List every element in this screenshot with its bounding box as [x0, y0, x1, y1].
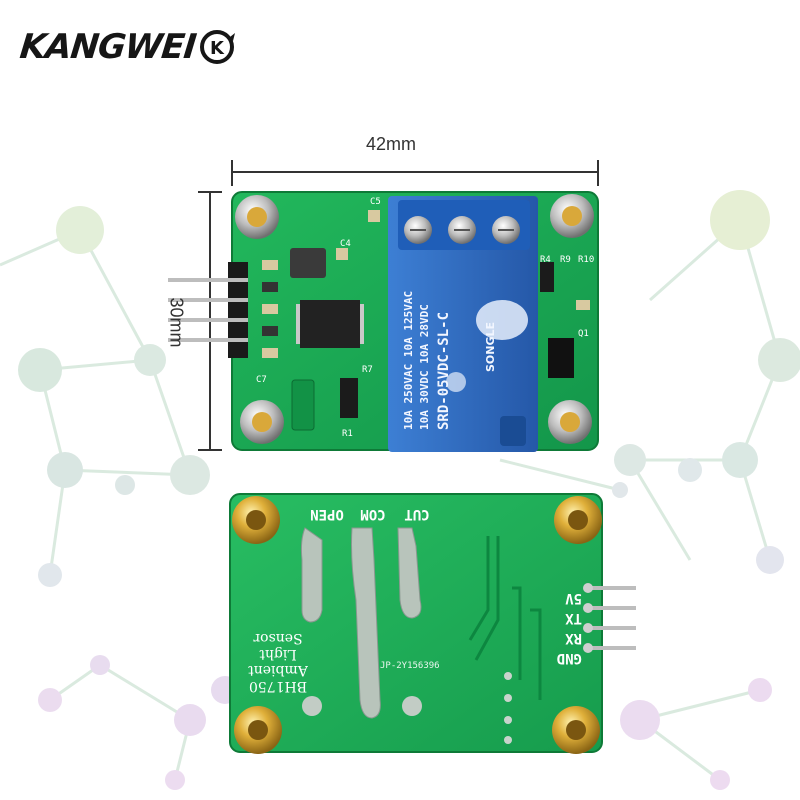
background-network-nodes [18, 190, 800, 790]
board-title-line-2: Ambient [248, 662, 309, 678]
small-pads [504, 672, 512, 744]
silk-r9: R9 [560, 255, 571, 265]
back-board [229, 493, 636, 754]
silk-r1: R1 [342, 429, 353, 439]
board-title-line-4: Sensor [253, 630, 303, 646]
silk-c4: C4 [340, 239, 351, 249]
pin-label-tx: TX [565, 610, 582, 626]
silk-r7: R7 [362, 365, 373, 375]
back-mount-holes [232, 496, 602, 754]
front-board [168, 191, 599, 452]
pin-label-gnd: GND [557, 650, 582, 666]
pin-label-rx: RX [565, 630, 582, 646]
relay-model: SRD-05VDC-SL-C [436, 312, 452, 430]
silk-c5: C5 [370, 197, 381, 207]
brand-name: KANGWEI [17, 27, 198, 67]
relay-rating-line-1: 10A 250VAC 10A 125VAC [402, 291, 415, 430]
pin-label-5v: 5V [565, 590, 582, 606]
terminal-label-open: OPEN [310, 506, 344, 522]
width-dimension-label: 42mm [366, 134, 417, 154]
relay [388, 196, 538, 452]
silk-c7: C7 [256, 375, 267, 385]
relay-rating-line-2: 10A 30VDC 10A 28VDC [418, 304, 431, 430]
terminal-label-com: COM [360, 506, 385, 522]
width-dimension [231, 160, 599, 186]
board-title-line-3: Light [259, 646, 297, 662]
terminal-label-cut: CUT [404, 506, 429, 522]
brand-badge-letter: K [210, 38, 225, 59]
front-mount-holes [235, 194, 594, 444]
brand-k-badge-icon: K [200, 30, 236, 64]
board-serial: JP-2Y156396 [380, 661, 440, 671]
relay-solder-traces [300, 527, 422, 719]
silk-r10: R10 [578, 255, 594, 265]
board-title-line-1: BH1750 [249, 678, 307, 694]
height-dimension-label: 30mm [166, 297, 187, 348]
relay-maker: SONGLE [484, 322, 497, 372]
silk-r4: R4 [540, 255, 551, 265]
brand-logo: KANGWEI K [17, 22, 237, 72]
back-header-pins [583, 583, 636, 653]
silk-q1: Q1 [578, 329, 589, 339]
header-pins [168, 262, 248, 358]
